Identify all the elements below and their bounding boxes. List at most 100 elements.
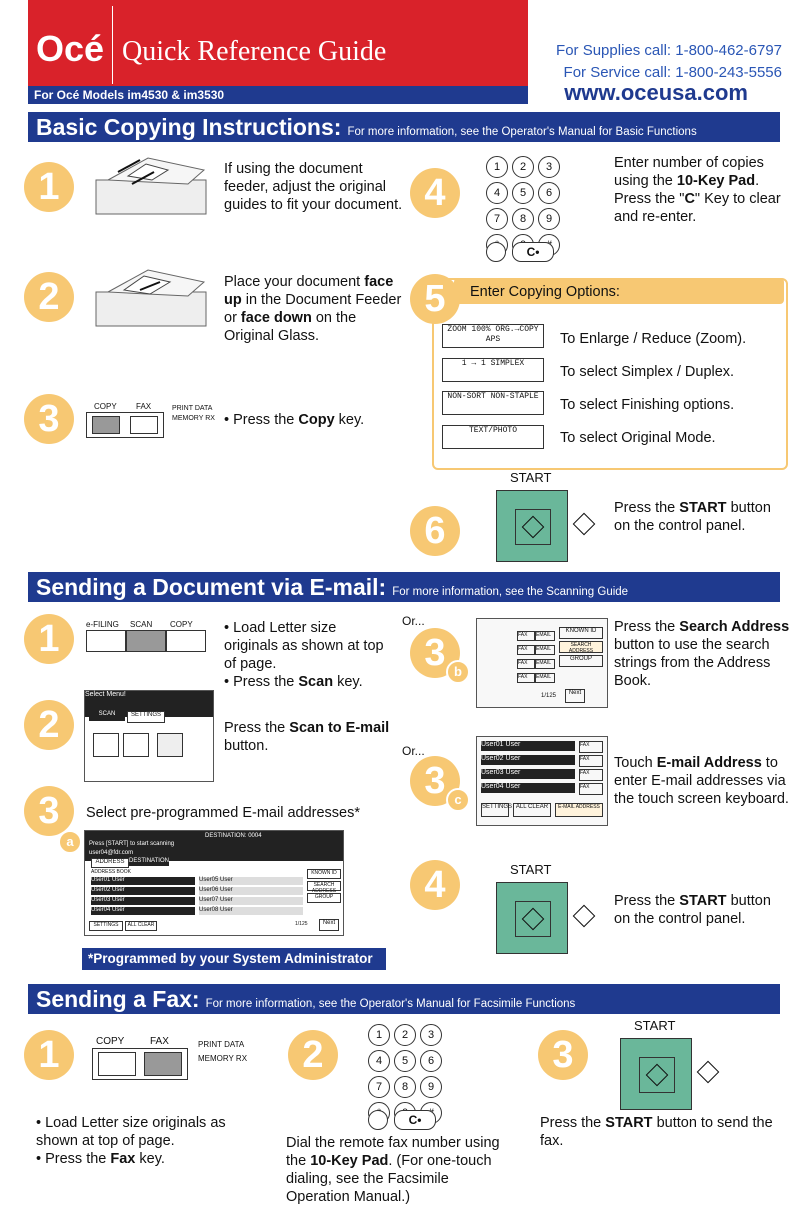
fax-step-2-number: 2	[288, 1030, 338, 1080]
step-4-number: 4	[410, 168, 460, 218]
start-icon	[515, 509, 551, 545]
fax-section-subtitle: For more information, see the Operator's…	[205, 998, 576, 1010]
footnote-bar: *Programmed by your System Administrator	[82, 948, 386, 970]
key-2[interactable]: 3	[420, 1024, 442, 1046]
key-6[interactable]: 7	[368, 1076, 390, 1098]
copy-fax-panel: COPY FAX	[86, 402, 176, 438]
key-5[interactable]: 6	[420, 1050, 442, 1072]
start-indicator-icon	[572, 904, 596, 928]
fax-start-button[interactable]	[620, 1038, 692, 1110]
copy-options-title: Enter Copying Options:	[470, 284, 620, 300]
scan-to-email-button[interactable]	[157, 733, 183, 757]
fax-section-bar: Sending a Fax: For more information, see …	[28, 984, 780, 1014]
start-icon	[515, 901, 551, 937]
scan-key[interactable]	[126, 630, 166, 652]
simplex-display[interactable]: 1 → 1 SIMPLEX	[442, 358, 544, 382]
scan-panel: e-FILING SCAN COPY	[86, 620, 216, 654]
key-7[interactable]: 8	[394, 1076, 416, 1098]
copy-step-6-text: Press the START button on the control pa…	[614, 500, 771, 534]
email-step-3c-badge: c	[446, 788, 470, 812]
email-step-1-text: • Load Letter size originals as shown at…	[224, 620, 384, 690]
key-5[interactable]: 6	[538, 182, 560, 204]
fax-key[interactable]	[130, 416, 158, 434]
start-indicator-icon	[696, 1060, 720, 1084]
fax-step-1-number: 1	[24, 1030, 74, 1080]
step-3-number: 3	[24, 394, 74, 444]
copy-key[interactable]	[98, 1052, 136, 1076]
scan-option-icon[interactable]	[93, 733, 119, 757]
email-step-1-number: 1	[24, 614, 74, 664]
key-4[interactable]: 5	[512, 182, 534, 204]
key-1[interactable]: 2	[512, 156, 534, 178]
scan-menu-screen: Select Menu! SCAN SETTINGS	[84, 690, 214, 782]
email-section-title: Sending a Document via E-mail:	[36, 574, 387, 600]
search-address-screen: FAX EMAIL FAX EMAIL FAX EMAIL FAX EMAIL …	[476, 618, 608, 708]
key-3[interactable]: 4	[486, 182, 508, 204]
fax-panel: COPY FAX	[92, 1036, 192, 1080]
key-7[interactable]: 8	[512, 208, 534, 230]
header-banner	[28, 0, 528, 88]
email-step-3a-text: Select pre-programmed E-mail addresses*	[86, 805, 360, 821]
key-0[interactable]: 1	[486, 156, 508, 178]
copy-options-header	[454, 278, 784, 304]
search-address-button[interactable]: SEARCH ADDRESS	[559, 641, 603, 654]
email-step-4-number: 4	[410, 860, 460, 910]
key-1[interactable]: 2	[394, 1024, 416, 1046]
monitor-key[interactable]	[368, 1110, 388, 1130]
option-finishing-text: To select Finishing options.	[560, 397, 735, 413]
website-link[interactable]: www.oceusa.com	[564, 80, 748, 105]
key-3[interactable]: 4	[368, 1050, 390, 1072]
key-2[interactable]: 3	[538, 156, 560, 178]
copy-step-4-text: Enter number of copies using the 10-Key …	[614, 155, 781, 225]
fax-start-label: START	[634, 1018, 676, 1033]
copy-section-bar: Basic Copying Instructions: For more info…	[28, 112, 780, 142]
monitor-key[interactable]	[486, 242, 506, 262]
fax-key[interactable]	[144, 1052, 182, 1076]
zoom-display[interactable]: ZOOM 100% ORG.→COPY APS	[442, 324, 544, 348]
email-address-screen: User01 User User02 User User03 User User…	[476, 736, 608, 826]
option-duplex-text: To select Simplex / Duplex.	[560, 364, 735, 380]
email-step-4-text: Press the START button on the control pa…	[614, 893, 771, 927]
key-4[interactable]: 5	[394, 1050, 416, 1072]
copy-section-title: Basic Copying Instructions:	[36, 114, 342, 140]
copy-key[interactable]	[92, 416, 120, 434]
address-book-screen: DESTINATION: 0004 Press [START] to start…	[84, 830, 344, 936]
key-8[interactable]: 9	[420, 1076, 442, 1098]
email-section-subtitle: For more information, see the Scanning G…	[392, 586, 629, 598]
start-button[interactable]	[496, 490, 568, 562]
document-feeder-illustration	[88, 150, 212, 220]
efiling-key[interactable]	[86, 630, 126, 652]
copy-section-subtitle: For more information, see the Operator's…	[347, 126, 697, 138]
copy-step-1-text: If using the document feeder, adjust the…	[224, 161, 403, 213]
email-start-label: START	[510, 862, 552, 877]
step-2-number: 2	[24, 272, 74, 322]
clear-key[interactable]: C•	[394, 1110, 436, 1130]
brand-logo: Océ	[36, 28, 105, 69]
email-step-3c-text: Touch E-mail Address to enter E-mail add…	[614, 755, 789, 807]
scan-option-icon[interactable]	[123, 733, 149, 757]
copy-step-3-text: • Press the Copy key.	[224, 412, 365, 428]
original-mode-display[interactable]: TEXT/PHOTO	[442, 425, 544, 449]
key-8[interactable]: 9	[538, 208, 560, 230]
clear-key[interactable]: C•	[512, 242, 554, 262]
place-document-illustration	[88, 262, 212, 332]
email-start-button[interactable]	[496, 882, 568, 954]
key-6[interactable]: 7	[486, 208, 508, 230]
fax-step-3-text: Press the START button to send the fax.	[540, 1115, 773, 1149]
start-label: START	[510, 470, 552, 485]
email-address-button[interactable]: E-MAIL ADDRESS	[555, 803, 603, 817]
email-step-3-number: 3	[24, 786, 74, 836]
email-step-2-text: Press the Scan to E-mail button.	[224, 720, 390, 754]
email-step-3a-badge: a	[58, 830, 82, 854]
fax-section-title: Sending a Fax:	[36, 986, 200, 1012]
or-label-1: Or...	[402, 614, 425, 628]
start-icon	[639, 1057, 675, 1093]
copy-key[interactable]	[166, 630, 206, 652]
start-indicator-icon	[572, 512, 596, 536]
key-0[interactable]: 1	[368, 1024, 390, 1046]
finishing-display[interactable]: NON-SORT NON-STAPLE	[442, 391, 544, 415]
